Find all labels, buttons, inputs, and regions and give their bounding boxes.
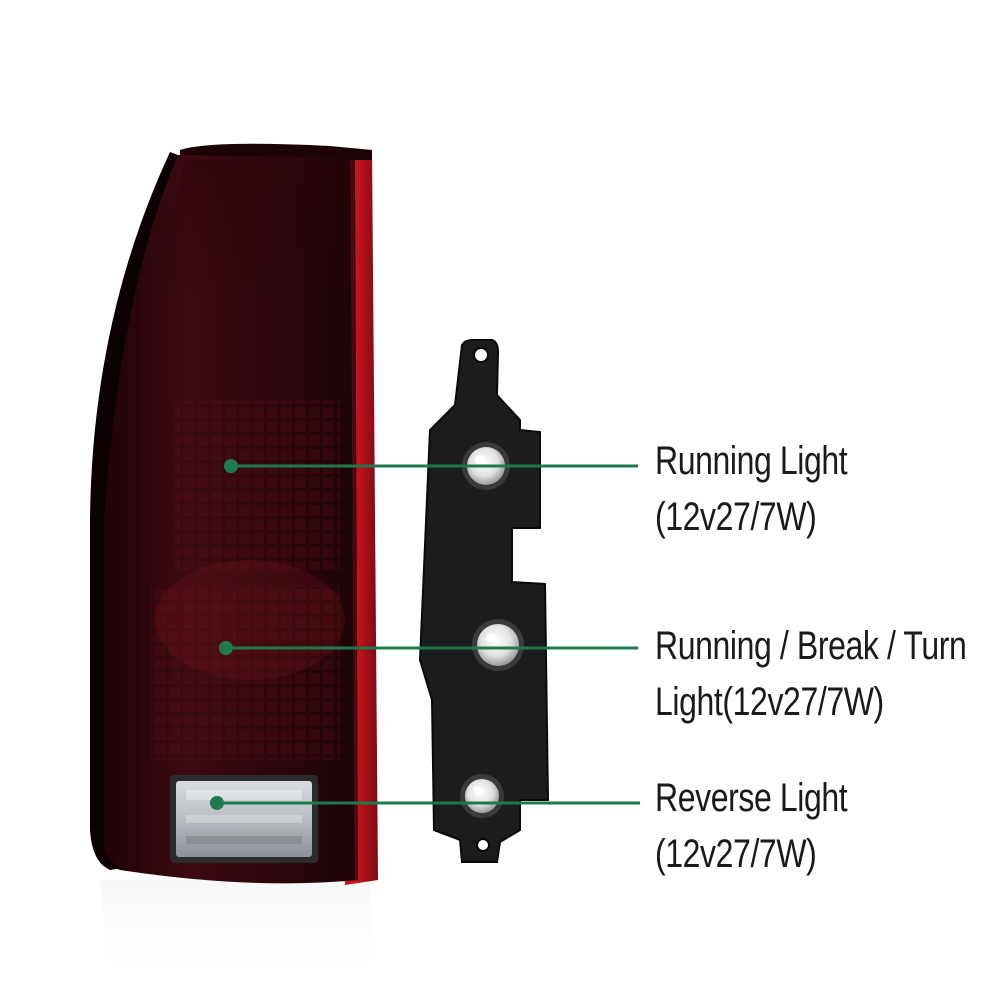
callout-reverse-line1: Reverse Light bbox=[655, 776, 848, 820]
callout-reverse: Reverse Light (12v27/7W) bbox=[655, 770, 848, 882]
floor-reflection bbox=[100, 880, 375, 990]
pointer-dot-running bbox=[224, 459, 238, 473]
reverse-lens bbox=[170, 775, 318, 863]
upper-optic-texture bbox=[175, 400, 340, 570]
bulb-socket-board bbox=[418, 339, 550, 863]
callout-pointers bbox=[210, 459, 640, 810]
callout-break-turn-line1: Running / Break / Turn bbox=[655, 624, 967, 668]
pointer-dot-reverse bbox=[210, 796, 224, 810]
callout-running-line1: Running Light bbox=[655, 439, 848, 483]
callout-running-line2: (12v27/7W) bbox=[655, 495, 817, 539]
board-housing bbox=[418, 339, 550, 863]
tail-lamp bbox=[90, 143, 378, 885]
bulb-reverse bbox=[460, 774, 504, 818]
bulb-break-turn bbox=[472, 619, 524, 671]
pointer-dot-break-turn bbox=[219, 641, 233, 655]
callout-running: Running Light (12v27/7W) bbox=[655, 433, 848, 545]
mounting-hole-bottom bbox=[476, 838, 490, 852]
lower-optic-texture bbox=[150, 585, 340, 760]
mounting-hole-top bbox=[473, 347, 489, 363]
callout-break-turn-line2: Light(12v27/7W) bbox=[655, 680, 884, 724]
callout-break-turn: Running / Break / Turn Light(12v27/7W) bbox=[655, 618, 967, 730]
callout-reverse-line2: (12v27/7W) bbox=[655, 832, 817, 876]
lamp-bezel bbox=[90, 152, 178, 870]
